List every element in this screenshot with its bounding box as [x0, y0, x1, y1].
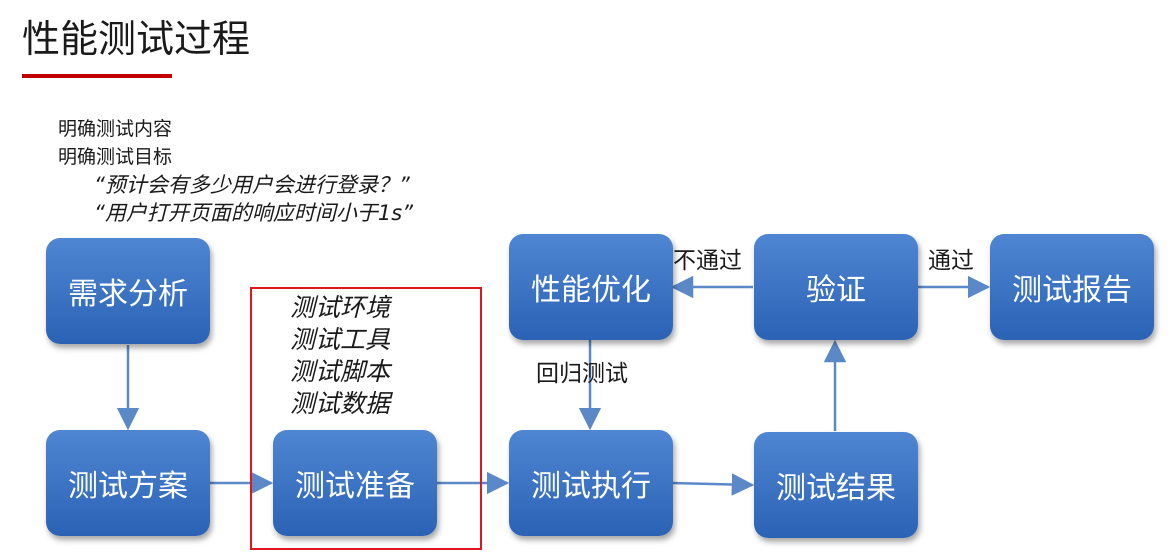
node-result: 测试结果: [754, 432, 918, 538]
prep-item-tools: 测试工具: [290, 325, 391, 354]
page-title: 性能测试过程: [22, 17, 251, 61]
edge-label-pass: 通过: [928, 248, 974, 274]
edge-label-fail: 不通过: [673, 248, 742, 274]
node-execute: 测试执行: [509, 430, 673, 536]
prep-item-environment: 测试环境: [290, 293, 391, 322]
prep-item-data: 测试数据: [290, 389, 391, 418]
node-plan: 测试方案: [46, 430, 210, 536]
title-underline: [22, 74, 172, 78]
node-report: 测试报告: [990, 234, 1154, 340]
note-quote-login: “预计会有多少用户会进行登录？”: [94, 173, 410, 197]
edge-label-regression: 回归测试: [536, 361, 628, 387]
node-prep: 测试准备: [273, 430, 437, 536]
prep-highlight-frame: [250, 287, 482, 550]
node-optimize: 性能优化: [509, 234, 673, 340]
node-requirements: 需求分析: [46, 238, 210, 344]
node-verify: 验证: [754, 234, 918, 340]
note-test-content: 明确测试内容: [58, 118, 173, 140]
prep-item-scripts: 测试脚本: [290, 357, 391, 386]
arrow-execute-to-result: [671, 473, 755, 496]
note-quote-response: “用户打开页面的响应时间小于1s”: [94, 201, 414, 225]
note-test-goal: 明确测试目标: [58, 146, 173, 168]
